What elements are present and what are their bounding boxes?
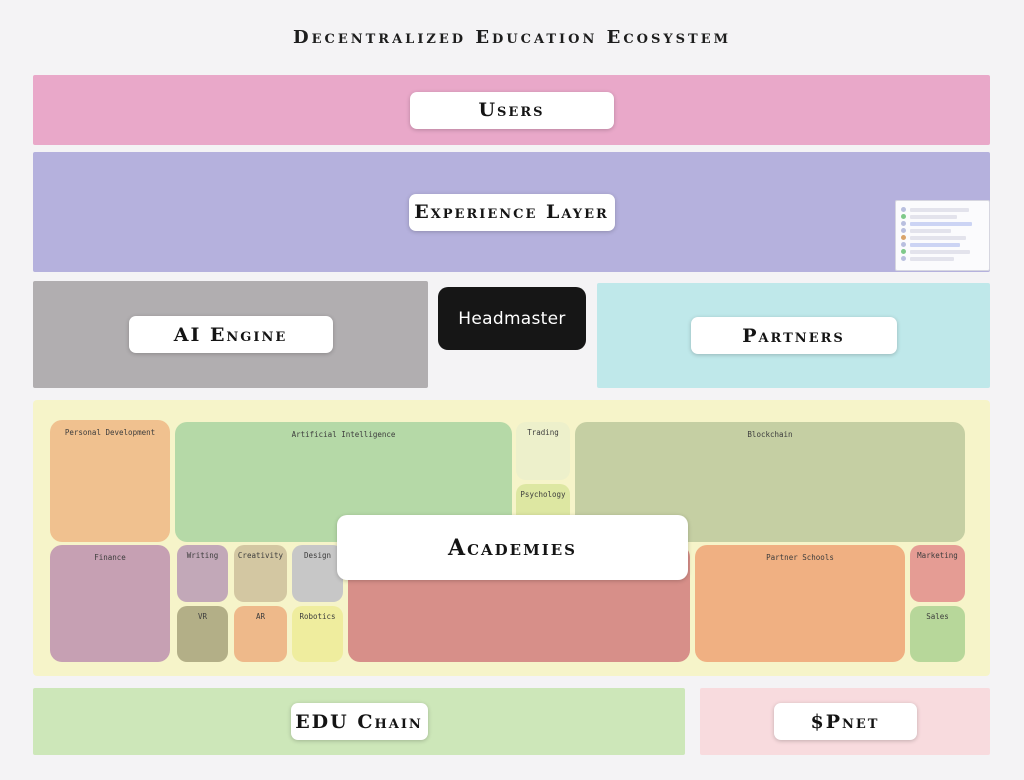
academies-label: Academies (337, 515, 688, 580)
academy-block-label: Robotics (299, 612, 336, 621)
thumbnail-line (901, 214, 957, 219)
academy-block-personal-development: Personal Development (50, 420, 170, 542)
academy-block-label: Psychology (520, 490, 566, 499)
academy-block-marketing: Marketing (910, 545, 965, 602)
academies-layer: Personal Development Artificial Intellig… (33, 400, 990, 676)
pnet-label: $Pnet (773, 703, 917, 740)
academy-block-finance: Finance (50, 545, 170, 662)
academy-block-writing: Writing (177, 545, 228, 602)
thumbnail-line (901, 256, 954, 261)
ai-engine-block: AI Engine (33, 281, 428, 388)
academy-block-label: Design (303, 551, 332, 560)
thumbnail-line (900, 228, 952, 233)
users-layer: Users (33, 75, 990, 145)
headmaster-node: Headmaster (438, 287, 586, 350)
experience-layer: Experience Layer (33, 152, 990, 272)
academy-block-design: Design (292, 545, 343, 602)
academy-block-creativity: Creativity (234, 545, 287, 602)
academy-block-ar: AR (234, 606, 287, 662)
academy-block-partner-schools: Partner Schools (695, 545, 905, 662)
academy-block-sales: Sales (910, 606, 965, 662)
academy-block-vr: VR (177, 606, 228, 662)
academy-block-label: Marketing (917, 551, 958, 560)
experience-layer-label: Experience Layer (408, 193, 615, 231)
academy-block-label: Blockchain (747, 430, 793, 439)
page-title: Decentralized Education Ecosystem (292, 27, 732, 48)
academy-block-label: Writing (186, 551, 219, 560)
academy-block-label: Trading (527, 428, 559, 437)
thumbnail-line (901, 221, 972, 226)
academy-block-label: AR (255, 612, 266, 621)
academy-block-label: Creativity (237, 551, 284, 560)
academy-block-label: Artificial Intelligence (291, 430, 396, 439)
academy-block-label: Sales (926, 612, 949, 621)
thumbnail-line (901, 235, 966, 240)
headmaster-label: Headmaster (458, 308, 566, 329)
thumbnail-line (901, 242, 960, 247)
academy-block-label: Personal Development (64, 428, 156, 437)
academy-block-robotics: Robotics (292, 606, 343, 662)
edu-chain-label: EDU Chain (290, 703, 428, 740)
experience-screenshot-thumbnail (895, 200, 990, 271)
ai-engine-label: AI Engine (128, 316, 333, 353)
thumbnail-line (901, 249, 970, 254)
partners-label: Partners (690, 317, 897, 354)
edu-chain-block: EDU Chain (33, 688, 685, 755)
partners-block: Partners (597, 283, 990, 388)
academy-block-label: Partner Schools (766, 553, 834, 562)
academy-block-label: VR (197, 612, 208, 621)
pnet-block: $Pnet (700, 688, 990, 755)
users-label: Users (409, 91, 614, 129)
thumbnail-line (901, 207, 969, 212)
academy-block-label: Finance (94, 553, 126, 562)
academy-block-trading: Trading (516, 422, 570, 480)
